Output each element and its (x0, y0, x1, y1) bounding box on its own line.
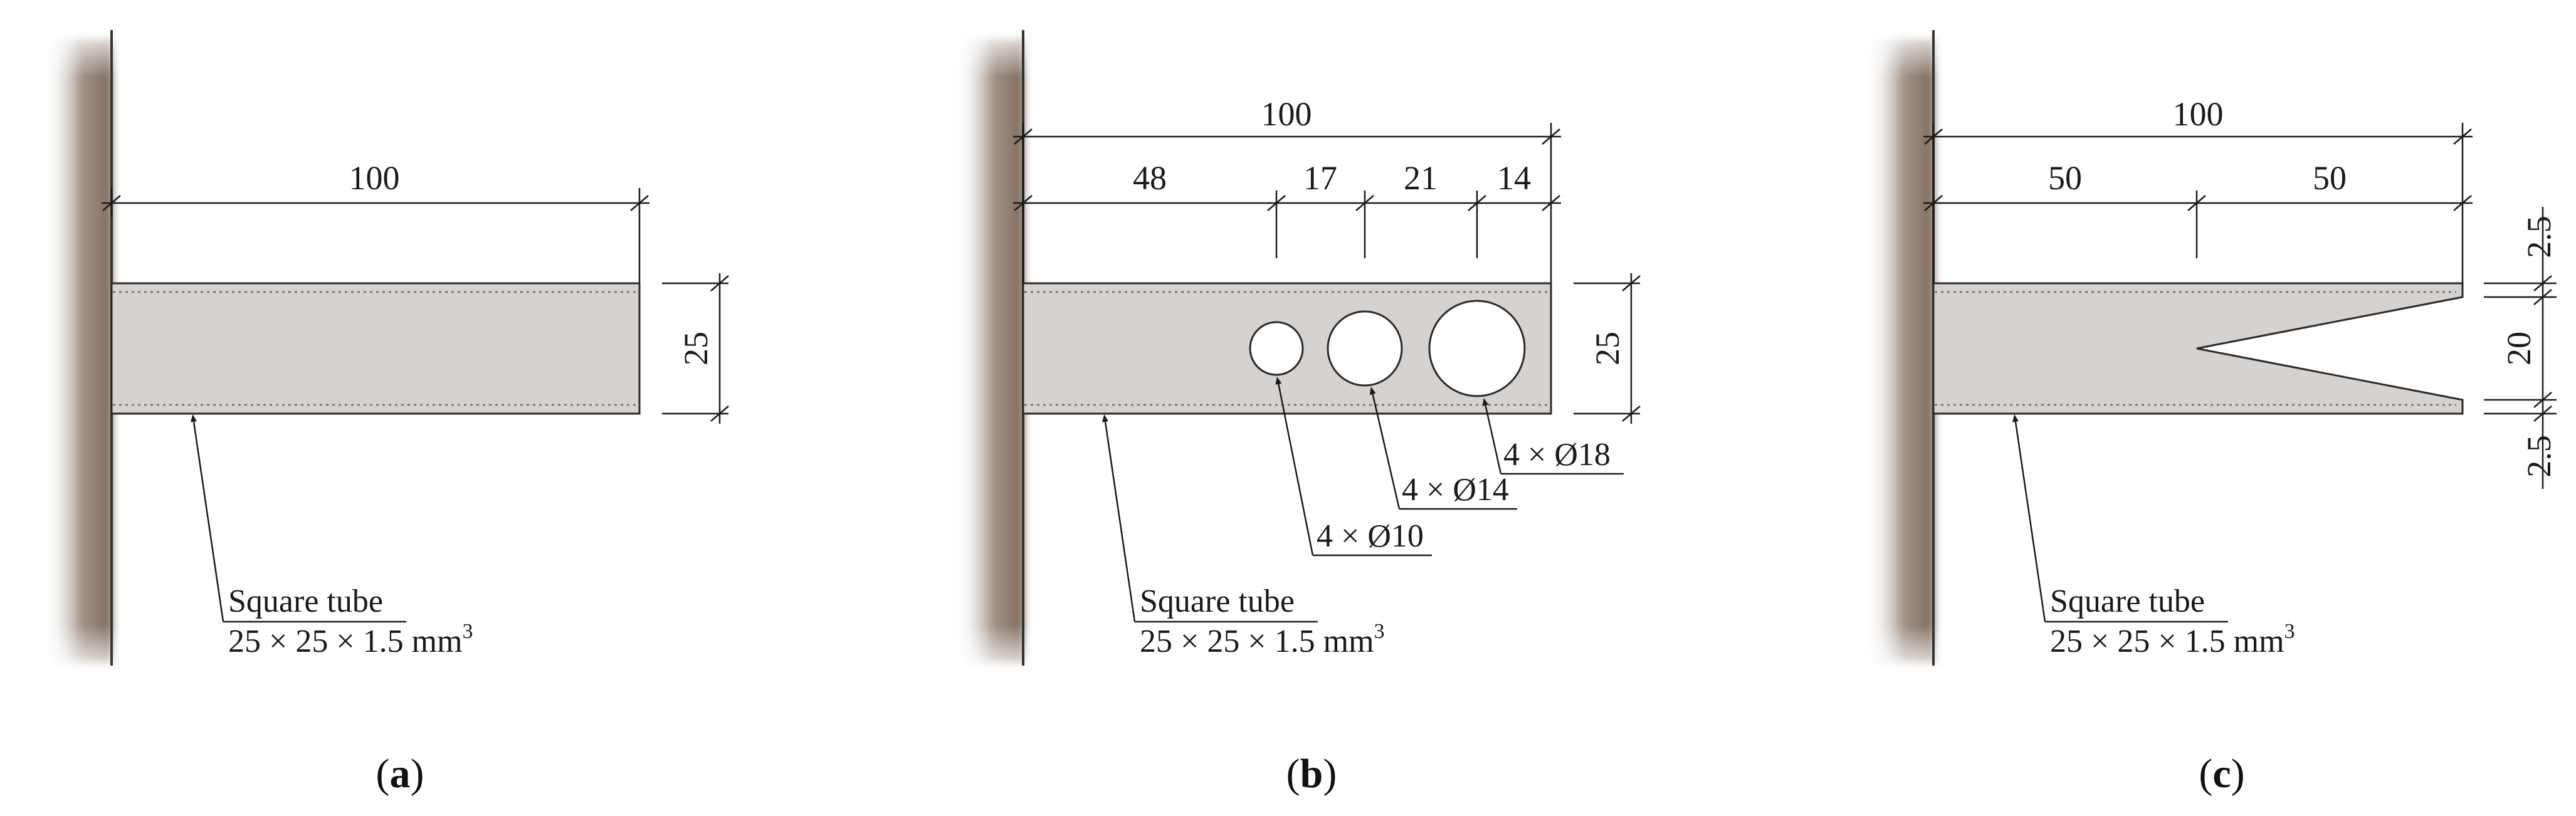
dimension-height-b (1574, 273, 1641, 424)
tube-label-b-line2: 25 × 25 × 1.5 mm3 (1140, 620, 1385, 659)
hole-10 (1249, 321, 1304, 376)
dimension-vertical-c (2484, 207, 2557, 489)
tube-leader-c (2012, 414, 2228, 623)
length-label-a: 100 (349, 159, 400, 197)
segment-label-b-4: 14 (1497, 159, 1531, 197)
dimension-height-a (662, 273, 729, 424)
segment-label-c-2: 50 (2313, 159, 2347, 197)
length-label-c: 100 (2173, 95, 2224, 133)
hole-leaders (1275, 377, 1624, 557)
vertical-label-c-bottom: 2.5 (2520, 435, 2558, 478)
caption-b: (b) (1286, 751, 1337, 797)
hole-18 (1428, 300, 1526, 397)
dimension-length-a (102, 188, 649, 283)
tube-label-b-line1: Square tube (1140, 583, 1295, 619)
hole-label-18: 4 × Ø18 (1503, 437, 1611, 473)
beam-c (1932, 282, 2464, 415)
hole-label-14: 4 × Ø14 (1402, 472, 1509, 508)
wall-c (1859, 25, 1941, 677)
tube-label-a-line2: 25 × 25 × 1.5 mm3 (228, 620, 473, 659)
hole-label-10: 4 × Ø10 (1317, 518, 1424, 554)
panel-a: 100 25 Square tube 25 × 25 × 1.5 mm3 (a) (38, 25, 729, 797)
caption-a: (a) (376, 751, 424, 797)
height-label-b: 25 (1589, 332, 1626, 365)
tube-label-a-line1: Square tube (228, 583, 383, 619)
segment-label-b-3: 21 (1404, 159, 1438, 197)
vertical-label-c-top: 2.5 (2520, 216, 2558, 258)
panel-c: 100 50 50 2.5 20 2.5 Square tub (1859, 25, 2558, 797)
segment-label-c-1: 50 (2048, 159, 2082, 197)
tube-leader-a (191, 414, 406, 623)
dimension-segments-c (1923, 191, 2473, 258)
dimension-segments-b (1013, 191, 1561, 258)
wall-a (38, 25, 119, 677)
tube-leader-b (1102, 414, 1318, 623)
caption-c: (c) (2199, 751, 2244, 797)
segment-label-b-1: 48 (1133, 159, 1167, 197)
wall-b (949, 25, 1031, 677)
tube-label-c-line2: 25 × 25 × 1.5 mm3 (2050, 620, 2295, 659)
beam-a (110, 282, 641, 415)
vertical-label-c-mid: 20 (2500, 332, 2538, 365)
panel-b: 100 48 17 21 14 25 (949, 25, 1641, 797)
segment-label-b-2: 17 (1303, 159, 1337, 197)
length-label-b: 100 (1261, 95, 1312, 133)
tube-label-c-line1: Square tube (2050, 583, 2205, 619)
height-label-a: 25 (677, 332, 715, 365)
hole-14 (1327, 310, 1403, 387)
